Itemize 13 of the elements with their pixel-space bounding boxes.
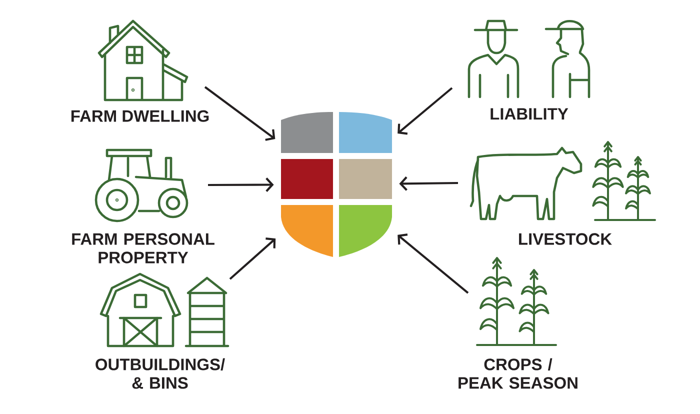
node-label: FARM PERSONAL PROPERTY: [72, 233, 214, 264]
node-label: OUTBUILDINGS/ & BINS: [96, 358, 225, 389]
node-label: LIVESTOCK: [519, 233, 612, 245]
shield: [281, 112, 392, 257]
arrow: [399, 176, 458, 191]
arrow: [229, 238, 276, 280]
node-label: FARM DWELLING: [71, 110, 209, 122]
arrow: [398, 234, 469, 294]
arrow: [398, 87, 453, 135]
arrow: [204, 86, 276, 141]
arrow: [208, 178, 274, 192]
node-label: LIABILITY: [490, 108, 568, 120]
node-label: CROPS / PEAK SEASON: [458, 358, 578, 389]
